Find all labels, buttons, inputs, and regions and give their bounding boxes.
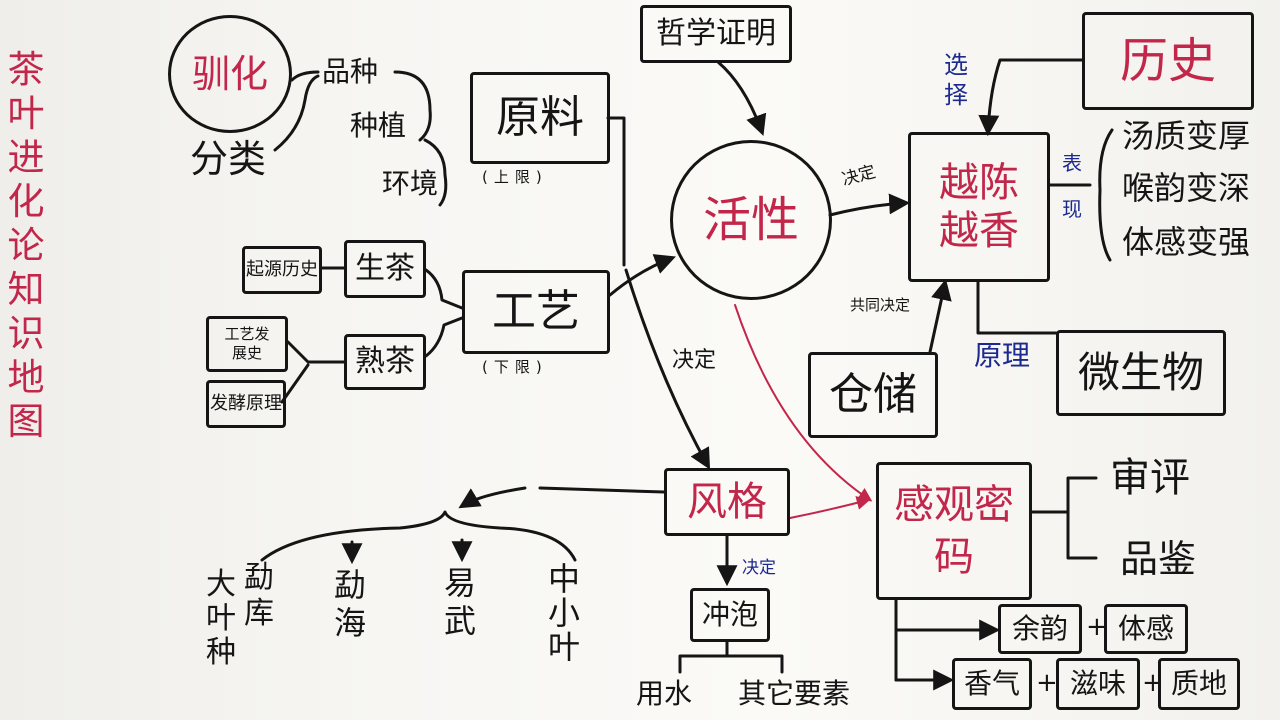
node-raw-history[interactable]: 起源历史 [242, 246, 322, 294]
line-planting-env [423, 138, 448, 207]
line-brewing-bar [678, 640, 784, 674]
line-ripe-process [424, 316, 464, 358]
node-storage-label: 仓储 [829, 369, 917, 420]
node-material[interactable]: 原料 [470, 72, 610, 164]
line-activity-sensory [734, 304, 873, 502]
line-material-process [606, 116, 626, 267]
node-fermentation-label: 发酵原理 [210, 393, 282, 414]
node-philosophy-label: 哲学证明 [656, 16, 776, 51]
node-activity[interactable]: 活性 [670, 140, 832, 300]
node-planting: 种植 [350, 109, 407, 142]
region-1: 大叶种 [206, 567, 236, 670]
region-4: 中小叶 [548, 560, 581, 666]
label-co-decide: 共同决定 [850, 296, 911, 314]
node-aroma-label: 香气 [963, 667, 1020, 700]
line-sensory-review [1030, 476, 1098, 514]
node-classify: 分类 [190, 137, 267, 181]
map-title: 茶叶进化论知识地图 [7, 48, 45, 443]
node-history-label: 历史 [1119, 33, 1216, 89]
node-ripe-tea-label: 熟茶 [355, 344, 415, 379]
node-storage[interactable]: 仓储 [808, 352, 938, 438]
node-aging[interactable]: 越陈越香 [908, 132, 1050, 282]
line-ferment-ripe [280, 363, 310, 404]
node-aftertaste-label: 余韵 [1011, 612, 1068, 645]
process-note: (下限) [482, 358, 548, 376]
node-texture-label: 质地 [1170, 667, 1227, 700]
node-sensory-label: 感观密码 [894, 482, 1014, 580]
line-philosophy-activity [716, 60, 767, 136]
node-style-label: 风格 [687, 479, 767, 525]
node-raw-tea-label: 生茶 [355, 251, 415, 286]
node-microbe[interactable]: 微生物 [1056, 330, 1226, 416]
material-note: (上限) [482, 168, 548, 186]
effect-3: 体感变强 [1122, 223, 1251, 261]
node-material-label: 原料 [496, 92, 584, 143]
line-regions-arrow [458, 486, 527, 509]
line-evolution-variety [290, 70, 320, 82]
line-effects-bracket [1098, 128, 1114, 262]
node-appreciate: 品鉴 [1120, 537, 1197, 581]
line-storage-aging [928, 278, 952, 354]
label-decide-brewing: 决定 [742, 558, 776, 578]
node-aroma[interactable]: 香气 [952, 658, 1032, 710]
node-activity-label: 活性 [702, 192, 799, 248]
node-sensory[interactable]: 感观密码 [876, 462, 1032, 600]
node-taste[interactable]: 滋味 [1056, 658, 1140, 710]
effect-2: 喉韵变深 [1122, 169, 1251, 207]
node-microbe-label: 微生物 [1077, 348, 1204, 397]
line-history-aging [978, 58, 1084, 137]
line-process-activity [608, 254, 676, 297]
line-process-style [624, 268, 711, 470]
line-style-sensory [789, 496, 871, 519]
line-classify-bracket [273, 74, 320, 152]
node-fermentation[interactable]: 发酵原理 [206, 380, 286, 428]
effect-1: 汤质变厚 [1122, 117, 1251, 155]
node-brewing[interactable]: 冲泡 [690, 588, 770, 642]
node-variety: 品种 [322, 55, 379, 88]
node-aging-label: 越陈越香 [939, 160, 1019, 254]
node-process[interactable]: 工艺 [462, 270, 610, 354]
node-raw-history-label: 起源历史 [246, 259, 318, 280]
node-evolution[interactable]: 驯化 [168, 15, 292, 133]
region-2: 勐海 [334, 566, 367, 642]
plus-1: + [1086, 612, 1108, 642]
node-water: 用水 [636, 677, 693, 710]
node-ripe-tea[interactable]: 熟茶 [344, 334, 426, 390]
line-activity-aging [828, 193, 911, 217]
region-3: 易武 [444, 564, 477, 640]
node-philosophy[interactable]: 哲学证明 [640, 5, 792, 63]
label-principle: 原理 [974, 339, 1031, 372]
node-body-label: 体感 [1117, 612, 1174, 645]
plus-2: + [1036, 668, 1058, 698]
node-other-factors: 其它要素 [738, 677, 851, 710]
node-process-label: 工艺 [492, 286, 580, 337]
line-craft-ripe [286, 340, 346, 364]
node-history[interactable]: 历史 [1082, 12, 1254, 110]
node-texture[interactable]: 质地 [1158, 658, 1240, 710]
node-taste-label: 滋味 [1069, 667, 1126, 700]
line-raw-process [424, 268, 464, 310]
node-craft-history[interactable]: 工艺发展史 [206, 316, 288, 372]
label-select: 选择 [944, 51, 968, 109]
node-evolution-label: 驯化 [191, 52, 268, 96]
node-brewing-label: 冲泡 [701, 598, 758, 631]
node-review: 审评 [1110, 455, 1190, 501]
label-decide-style: 决定 [672, 348, 717, 373]
node-body[interactable]: 体感 [1104, 604, 1188, 654]
line-variety-planting [393, 70, 432, 142]
label-manifest: 表现 [1062, 151, 1082, 221]
line-style-left [538, 486, 666, 494]
node-craft-history-label: 工艺发展史 [224, 325, 270, 362]
node-raw-tea[interactable]: 生茶 [344, 240, 426, 298]
node-style[interactable]: 风格 [664, 468, 790, 536]
line-sensory-appreciate [1066, 510, 1098, 560]
line-region-bar [260, 510, 577, 562]
node-environment: 环境 [382, 167, 439, 200]
node-aftertaste[interactable]: 余韵 [998, 604, 1082, 654]
region-1b: 勐库 [244, 560, 274, 631]
line-aging-microbe [976, 280, 1058, 335]
